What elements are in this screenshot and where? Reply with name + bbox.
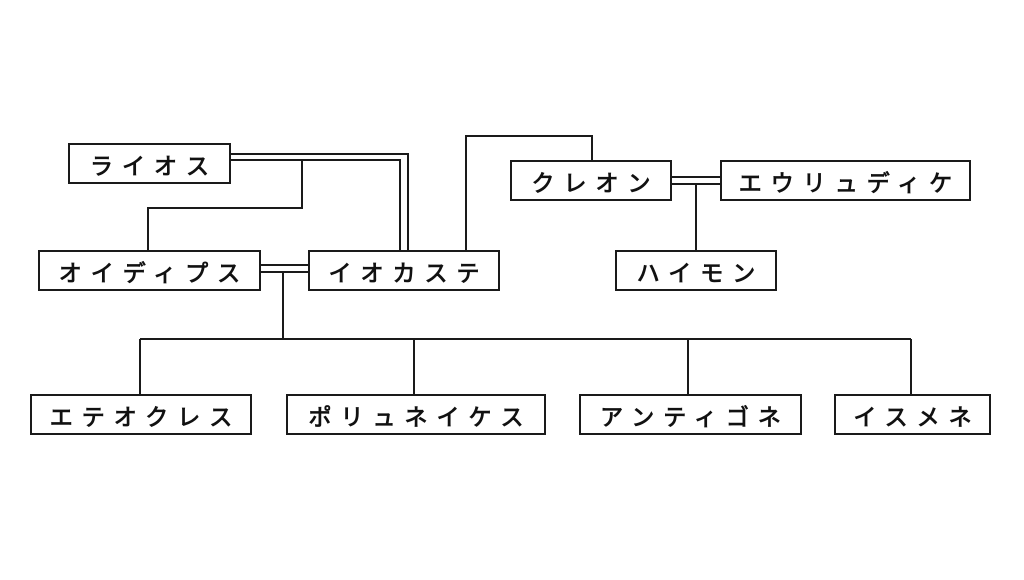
node-eteocles: エテオクレス [30, 394, 252, 435]
node-label-eurydice: エウリュディケ [738, 170, 962, 197]
node-eurydice: エウリュディケ [720, 160, 971, 201]
node-label-oedipus: オイディプス [58, 260, 250, 287]
node-ismene: イスメネ [834, 394, 991, 435]
node-label-eteocles: エテオクレス [49, 404, 242, 431]
node-haemon: ハイモン [615, 250, 777, 291]
node-jocasta: イオカステ [308, 250, 500, 291]
node-label-creon: クレオン [531, 170, 660, 197]
node-polynices: ポリュネイケス [286, 394, 546, 435]
node-antigone: アンティゴネ [579, 394, 802, 435]
node-laius: ライオス [68, 143, 231, 184]
sibling-line-jocasta-creon [465, 135, 593, 250]
node-label-antigone: アンティゴネ [600, 404, 790, 431]
marriage-line-laius-jocasta-b [230, 159, 401, 250]
node-label-haemon: ハイモン [636, 260, 765, 287]
node-creon: クレオン [510, 160, 672, 201]
node-oedipus: オイディプス [38, 250, 261, 291]
node-label-polynices: ポリュネイケス [308, 404, 533, 431]
parent-line-laius-oedipus [147, 160, 303, 250]
marriage-line-laius-jocasta-a [230, 153, 409, 250]
node-label-jocasta: イオカステ [328, 260, 489, 287]
node-label-laius: ライオス [90, 153, 218, 180]
node-label-ismene: イスメネ [853, 404, 981, 431]
